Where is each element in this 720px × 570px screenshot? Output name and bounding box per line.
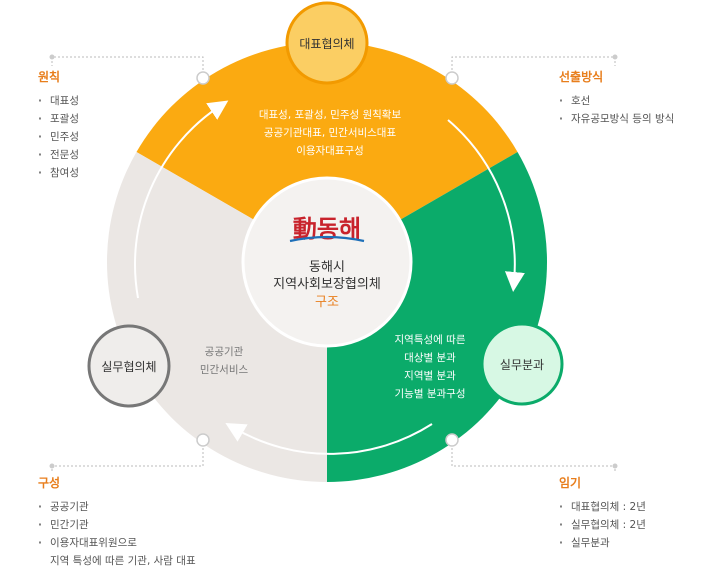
gray-sector-text: 공공기관 민간서비스 (200, 346, 249, 376)
selection-panel: 선출방식 호선 자유공모방식 등의 방식 (559, 68, 674, 128)
connector-dot (612, 463, 618, 469)
connector-dot (612, 54, 618, 60)
svg-text:공공기관대표, 민간서비스대표: 공공기관대표, 민간서비스대표 (264, 127, 397, 139)
list-item-line: 지역 특성에 따른 기관, 사람 대표 (50, 555, 196, 567)
composition-panel: 구성 공공기관 민간기관 이용자대표위원으로 지역 특성에 따른 기관, 사람 … (38, 474, 196, 570)
list-item: 참여성 (38, 164, 79, 182)
center-title-line2: 지역사회보장협의체 (273, 277, 381, 292)
connector-dot (49, 54, 55, 60)
node-working-council: 실무협의체 (87, 324, 171, 408)
principles-list: 대표성 포괄성 민주성 전문성 참여성 (38, 92, 79, 182)
list-item: 민간기관 (38, 516, 196, 534)
connectors (51, 56, 616, 472)
list-item: 공공기관 (38, 498, 196, 516)
svg-text:기능별 분과구성: 기능별 분과구성 (395, 388, 466, 400)
svg-text:민간서비스: 민간서비스 (200, 364, 249, 376)
connector-dot (49, 463, 55, 469)
svg-text:지역특성에 따른: 지역특성에 따른 (395, 334, 466, 346)
list-item: 대표성 (38, 92, 79, 110)
arrow-left-to-top (133, 100, 229, 299)
svg-text:지역별 분과: 지역별 분과 (404, 370, 456, 382)
center-title-line3: 구조 (315, 295, 339, 310)
term-panel: 임기 대표협의체 : 2년 실무협의체 : 2년 실무분과 (559, 474, 646, 552)
node-representative-council: 대표협의체 (285, 1, 369, 85)
selection-title: 선출방식 (559, 70, 604, 84)
selection-list: 호선 자유공모방식 등의 방식 (559, 92, 674, 128)
principles-title: 원칙 (38, 70, 61, 84)
principles-panel: 원칙 대표성 포괄성 민주성 전문성 참여성 (38, 68, 79, 182)
list-item: 이용자대표위원으로 지역 특성에 따른 기관, 사람 대표 (38, 534, 196, 570)
orange-sector-text: 대표성, 포괄성, 민주성 원칙확보 공공기관대표, 민간서비스대표 이용자대표… (259, 108, 402, 157)
city-logo: 動동해 (289, 215, 365, 243)
svg-text:공공기관: 공공기관 (205, 346, 244, 358)
svg-text:이용자대표구성: 이용자대표구성 (296, 145, 364, 157)
svg-text:대상별 분과: 대상별 분과 (404, 352, 456, 364)
list-item: 포괄성 (38, 110, 79, 128)
composition-list: 공공기관 민간기관 이용자대표위원으로 지역 특성에 따른 기관, 사람 대표 (38, 498, 196, 570)
arrow-right-to-left (225, 422, 433, 455)
connector-node (445, 433, 459, 447)
svg-text:대표협의체: 대표협의체 (299, 37, 354, 51)
center-title-line1: 동해시 (309, 260, 345, 275)
orange-sector (136, 41, 518, 262)
list-item: 자유공모방식 등의 방식 (559, 110, 674, 128)
term-list: 대표협의체 : 2년 실무협의체 : 2년 실무분과 (559, 498, 646, 552)
svg-text:실무협의체: 실무협의체 (101, 360, 156, 374)
green-sector-text: 지역특성에 따른 대상별 분과 지역별 분과 기능별 분과구성 (395, 334, 466, 400)
connector-node (196, 71, 210, 85)
connector-node (445, 71, 459, 85)
list-item: 민주성 (38, 128, 79, 146)
list-item: 호선 (559, 92, 674, 110)
svg-text:대표성, 포괄성, 민주성 원칙확보: 대표성, 포괄성, 민주성 원칙확보 (259, 108, 402, 121)
node-working-subcommittee: 실무분과 (480, 322, 564, 406)
svg-text:실무분과: 실무분과 (500, 358, 544, 372)
list-item: 대표협의체 : 2년 (559, 498, 646, 516)
center-circle (241, 176, 413, 348)
connector-node (196, 433, 210, 447)
arrow-top-to-right (447, 119, 525, 292)
list-item-line: 이용자대표위원으로 (50, 537, 137, 549)
list-item: 실무분과 (559, 534, 646, 552)
term-title: 임기 (559, 476, 582, 490)
list-item: 실무협의체 : 2년 (559, 516, 646, 534)
composition-title: 구성 (38, 476, 61, 490)
list-item: 전문성 (38, 146, 79, 164)
